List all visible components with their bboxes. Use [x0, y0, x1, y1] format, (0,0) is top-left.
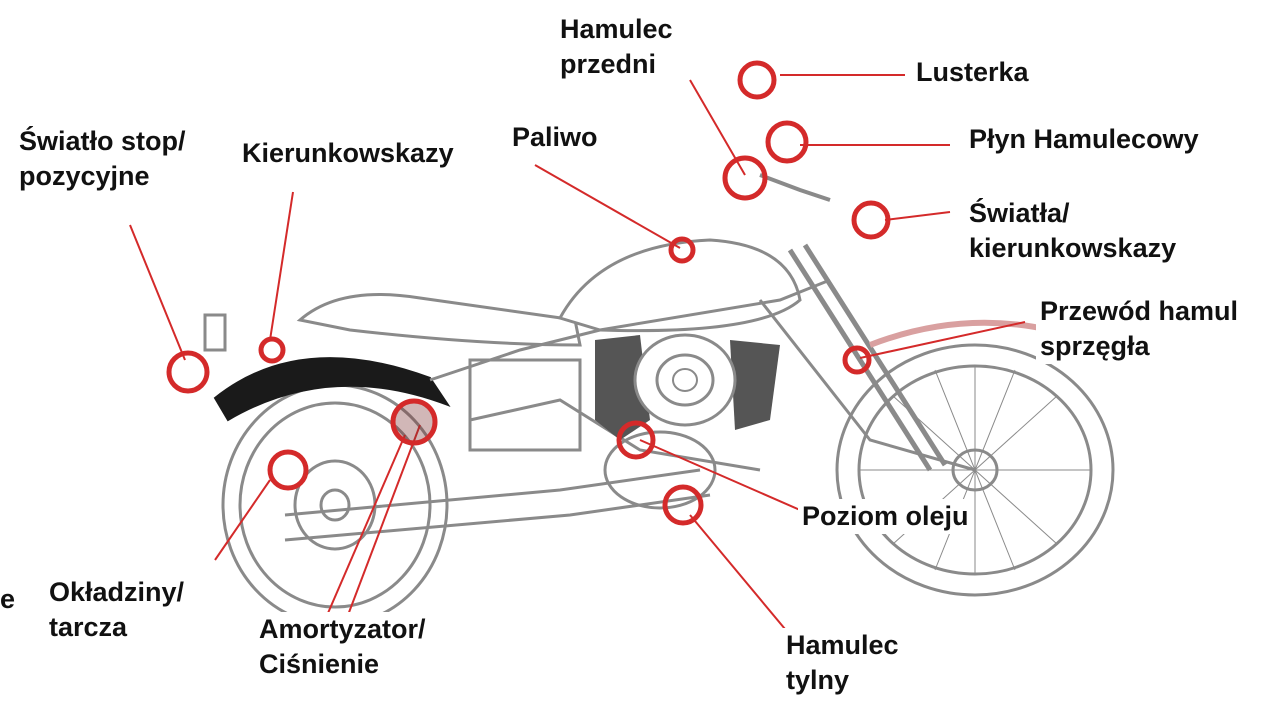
- label-poziom-oleju: Poziom oleju: [798, 499, 973, 534]
- marker-front-brake: [725, 158, 765, 198]
- front-fender: [870, 323, 1050, 345]
- marker-pads-disc: [270, 452, 306, 488]
- label-przewod-hamul: Przewód hamul sprzęgła: [1036, 294, 1242, 364]
- label-plyn-hamulecowy: Płyn Hamulecowy: [965, 122, 1203, 157]
- handlebar: [760, 175, 830, 200]
- label-paliwo: Paliwo: [508, 120, 602, 155]
- label-kierunkowskazy: Kierunkowskazy: [238, 136, 458, 171]
- label-lusterka: Lusterka: [912, 55, 1033, 90]
- marker-rear-indicator: [261, 339, 283, 361]
- marker-shock: [393, 401, 435, 443]
- marker-stop-light: [169, 353, 207, 391]
- label-amortyzator: Amortyzator/ Ciśnienie: [255, 612, 430, 682]
- marker-lights: [854, 203, 888, 237]
- seat: [300, 294, 580, 345]
- label-hamulec-tylny: Hamulec tylny: [782, 628, 903, 698]
- marker-brake-fluid: [768, 123, 806, 161]
- marker-mirror: [740, 63, 774, 97]
- label-cut-left: e: [0, 582, 19, 617]
- label-swiatla-kierunkowskazy: Światła/ kierunkowskazy: [965, 196, 1180, 266]
- label-okladziny: Okładziny/ tarcza: [45, 575, 188, 645]
- rear-light-mount: [205, 315, 225, 350]
- label-hamulec-przedni: Hamulec przedni: [556, 12, 677, 82]
- label-swiatlo-stop: Światło stop/ pozycyjne: [15, 124, 190, 194]
